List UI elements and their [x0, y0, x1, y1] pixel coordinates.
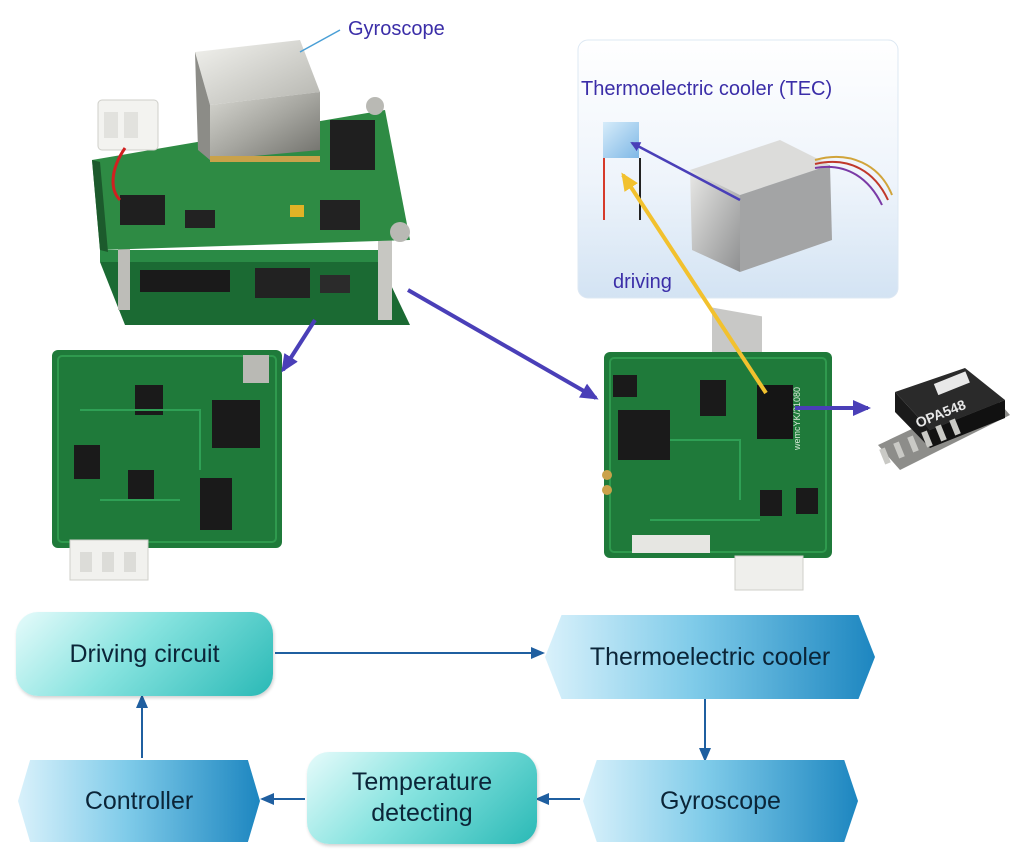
node-gyroscope-text: Gyroscope [660, 786, 781, 815]
tec-cube-photo [690, 140, 893, 365]
tec-panel [577, 39, 899, 365]
left-pcb-photo [52, 350, 282, 581]
gyroscope-callout-label: Gyroscope [348, 18, 445, 40]
arrow-module-to-right-pcb [407, 288, 599, 400]
arrow-module-to-left-pcb [281, 318, 317, 373]
node-temperature-text-line1: Temperature [351, 768, 493, 796]
right-pcb-connector [734, 555, 804, 591]
tec-title-label: Thermoelectric cooler (TEC) [581, 78, 833, 100]
node-driving-circuit: Driving circuit [16, 612, 273, 696]
tec-element-square [603, 122, 639, 158]
node-driving-circuit-text: Driving circuit [69, 639, 220, 668]
opa548-chip-on-board [757, 385, 793, 439]
node-thermoelectric-cooler: Thermoelectric cooler [545, 615, 875, 699]
tec-pointer-arrow [630, 141, 741, 202]
driving-arrow [621, 172, 768, 395]
driving-label: driving [613, 271, 672, 293]
right-pcb-photo: wemcYK/21080 [602, 352, 832, 591]
node-temperature-detecting: Temperature detecting [307, 752, 537, 844]
gyroscope-module-photo [92, 40, 410, 325]
node-controller-text: Controller [84, 786, 194, 815]
node-thermoelectric-cooler-text: Thermoelectric cooler [589, 642, 831, 671]
node-gyroscope: Gyroscope [583, 760, 858, 842]
pcb-marking-text: wemcYK/21080 [792, 387, 802, 451]
gyroscope-leader-line [299, 29, 341, 53]
node-temperature-text-line2: detecting [371, 799, 473, 827]
opa548-chip-photo: OPA548 [878, 368, 1010, 470]
node-controller: Controller [18, 760, 260, 842]
